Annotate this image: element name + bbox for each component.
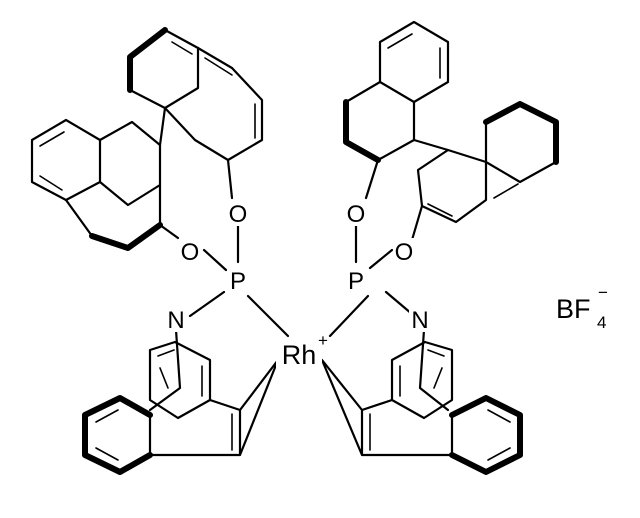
left-alkene-bridge	[148, 358, 280, 457]
counterion-subscript: 4	[597, 313, 606, 332]
rh-charge: +	[318, 331, 328, 350]
right-azepine-bold-edge	[449, 395, 523, 475]
right-lower-naph-bold-edge	[483, 101, 559, 165]
atom-o-left-upper: O	[229, 201, 248, 228]
atom-o-right-upper: O	[347, 201, 366, 228]
right-lower-naph-connect	[364, 138, 450, 242]
left-azepine-inner-b	[157, 349, 203, 397]
left-binaphthyl-ligand	[30, 27, 264, 272]
counterion-charge: −	[598, 283, 608, 302]
left-lower-naph-inner-a	[39, 131, 65, 191]
atom-p-right: P	[348, 268, 364, 295]
left-azepine-bold-edge	[82, 395, 153, 475]
right-azepine-inner-b	[399, 349, 445, 397]
right-upper-naph-bold-edge	[343, 99, 381, 163]
atom-o-right-lower: O	[395, 239, 414, 266]
right-alkene-bridge	[320, 358, 454, 457]
n-bridge-left	[148, 328, 182, 412]
atom-o-left-lower: O	[181, 239, 200, 266]
left-upper-naph-ring-b	[163, 46, 264, 162]
atom-n-left: N	[167, 307, 184, 334]
right-binaphthyl-ligand	[343, 20, 559, 270]
atom-labels: O O O O P P N N Rh +	[165, 200, 431, 370]
left-dibenzoazepine	[82, 340, 280, 475]
left-lower-naph-bold-edge	[89, 222, 163, 251]
right-dibenzoazepine	[320, 340, 523, 475]
right-upper-naph-inner	[387, 33, 441, 79]
left-lower-naph-ring-a	[30, 118, 102, 202]
left-lower-naph-connect	[64, 106, 234, 238]
atom-rh: Rh	[282, 340, 317, 370]
counterion-formula: BF	[556, 294, 591, 324]
right-azepine-inner-a	[487, 409, 511, 461]
left-o-bonds	[158, 222, 240, 272]
left-upper-naph-bold-edge	[127, 27, 168, 93]
left-azepine-inner-a	[95, 409, 119, 461]
right-lower-naph-inner	[427, 183, 519, 217]
atom-n-right: N	[411, 307, 428, 334]
left-upper-naph-ring-a	[128, 28, 200, 110]
right-o-bonds	[354, 222, 394, 270]
left-upper-naph-inner	[171, 41, 256, 139]
coordination-core	[148, 290, 450, 412]
right-lower-naph-ring-b	[416, 148, 488, 224]
right-upper-naph-ring-a	[378, 20, 450, 104]
atom-p-left: P	[230, 268, 246, 295]
left-lower-naph-ring-b	[98, 120, 162, 207]
counterion-bf4: BF 4 −	[556, 283, 608, 332]
p-n-and-p-rh-bonds	[188, 290, 414, 338]
n-bridge-right	[418, 328, 450, 412]
